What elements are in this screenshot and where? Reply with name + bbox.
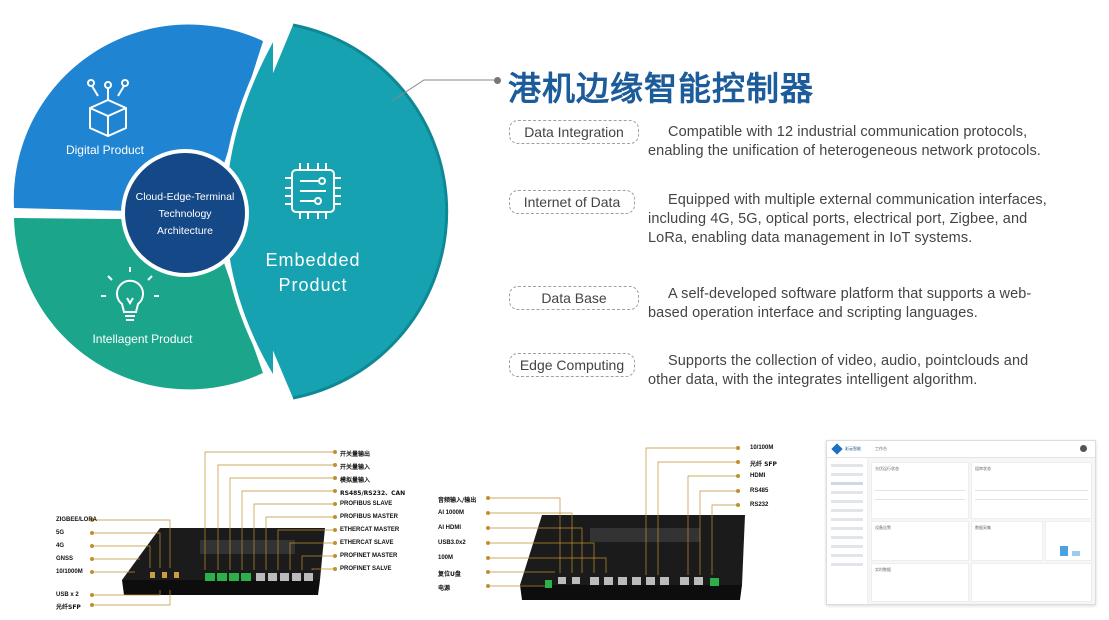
device-2-callout-dots — [486, 446, 740, 588]
device-2-body — [520, 515, 745, 585]
device-1-callouts — [92, 451, 335, 606]
dashboard-panel: 设备告警 — [871, 521, 969, 561]
panel-title: 数据采集 — [975, 525, 991, 530]
embedded-label-line-1: Embedded — [265, 250, 361, 270]
device-1-top-label: 开关量输出 — [340, 451, 371, 458]
device-1-top-label: 开关量输入 — [340, 464, 371, 471]
device-2-right-label: RS232 — [750, 502, 769, 508]
device-2-illustration — [486, 446, 745, 600]
architecture-wheel — [9, 23, 494, 400]
device-1-left-label: 光纤SFP — [56, 604, 81, 611]
device-1-top-label: RS485/RS232、CAN — [340, 490, 406, 497]
device-1-left-label: 5G — [56, 530, 65, 536]
dashboard-header: 彩云智能 工作台 — [827, 441, 1095, 458]
feature-desc-line: Equipped with multiple external communic… — [668, 192, 1047, 208]
panel-title: 实时数据 — [875, 567, 891, 572]
dashboard-logo-icon — [831, 443, 843, 455]
device-2-left-label: 复位U盘 — [438, 571, 461, 578]
device-1-top-label: ETHERCAT MASTER — [340, 527, 400, 533]
feature-desc-line: Supports the collection of video, audio,… — [668, 353, 1029, 369]
device-2-right-label: RS485 — [750, 488, 769, 494]
feature-desc-data-integration: Compatible with 12 industrial communicat… — [648, 123, 1098, 161]
center-circle — [121, 149, 249, 277]
center-label-line-1: Cloud-Edge-Terminal — [135, 191, 235, 203]
device-2-left-label: 100M — [438, 555, 454, 561]
chip-icon — [285, 163, 341, 219]
device-1-top-label: PROFIBUS MASTER — [340, 514, 399, 520]
device-1-left-label: 10/1000M — [56, 569, 83, 575]
dashboard-screenshot: 彩云智能 工作台 光伏运行状态 组串状态 设备告警 数据采集 实时数据 — [826, 440, 1096, 605]
device-1-left-label: 4G — [56, 543, 65, 549]
device-1-top-label: PROFIBUS SLAVE — [340, 501, 393, 507]
dashboard-panel: 光伏运行状态 — [871, 462, 969, 519]
panel-title: 组串状态 — [975, 466, 991, 471]
device-2-left-label: AI 1000M — [438, 510, 465, 516]
device-1-left-label: ZIGBEE/LORA — [56, 517, 98, 523]
dashboard-panel: 组串状态 — [971, 462, 1092, 519]
center-label-line-3: Architecture — [156, 225, 214, 237]
intelligent-product-label: Intellagent Product — [92, 332, 193, 346]
device-1-top-label: PROFINET MASTER — [340, 553, 398, 559]
device-1-illustration — [90, 450, 337, 607]
page-title: 港机边缘智能控制器 — [508, 69, 814, 108]
feature-desc-line: LoRa, enabling data management in IoT sy… — [648, 230, 973, 246]
center-label-line-2: Technology — [158, 208, 212, 220]
dashboard-panel: 数据采集 — [971, 521, 1043, 561]
device-2-ports — [545, 577, 719, 588]
feature-desc-line: Compatible with 12 industrial communicat… — [668, 124, 1028, 140]
feature-desc-line: including 4G, 5G, optical ports, electri… — [648, 211, 1028, 227]
lightbulb-icon — [101, 267, 159, 321]
embedded-label-line-2: Product — [278, 275, 348, 295]
feature-pill-data-base: Data Base — [509, 286, 639, 310]
cube-network-icon — [87, 79, 129, 138]
device-2-left-label: 电源 — [438, 585, 451, 592]
panel-title: 光伏运行状态 — [875, 466, 899, 471]
device-2-left-label: 音频输入/输出 — [438, 497, 477, 504]
device-1-top-label: ETHERCAT SLAVE — [340, 540, 394, 546]
title-bullet — [494, 77, 501, 84]
device-2-left-label: USB3.0x2 — [438, 540, 466, 546]
device-1-ports — [150, 572, 313, 581]
device-1-left-label: USB x 2 — [56, 592, 79, 598]
device-1-top-label: 模拟量输入 — [340, 477, 371, 484]
device-2-right-label: HDMI — [750, 473, 766, 479]
feature-desc-data-base: A self-developed software platform that … — [648, 285, 1098, 323]
feature-pill-edge-computing: Edge Computing — [509, 353, 635, 377]
dashboard-user-avatar — [1080, 445, 1087, 452]
feature-desc-edge-computing: Supports the collection of video, audio,… — [648, 352, 1098, 390]
feature-desc-line: other data, with the integrates intellig… — [648, 372, 978, 388]
dashboard-panel — [971, 563, 1092, 602]
dashboard-sidebar — [827, 458, 868, 604]
dashboard-panel: 实时数据 — [871, 563, 969, 602]
feature-desc-internet-of-data: Equipped with multiple external communic… — [648, 191, 1098, 248]
feature-pill-internet-of-data: Internet of Data — [509, 190, 635, 214]
feature-desc-line: A self-developed software platform that … — [668, 286, 1032, 302]
feature-pill-data-integration: Data Integration — [509, 120, 639, 144]
digital-product-label: Digital Product — [65, 143, 145, 157]
device-2-right-label: 10/100M — [750, 445, 774, 451]
feature-desc-line: based operation interface and scripting … — [648, 305, 978, 321]
center-label: Cloud-Edge-Terminal Technology Architect… — [130, 189, 240, 240]
device-1-left-label: GNSS — [56, 556, 74, 562]
device-2-right-label: 光纤 SFP — [750, 461, 777, 468]
feature-desc-line: enabling the unification of heterogeneou… — [648, 143, 1041, 159]
device-2-callouts — [488, 447, 738, 587]
device-1-callout-dots — [90, 450, 337, 607]
dashboard-header-text: 工作台 — [875, 446, 887, 451]
panel-title: 设备告警 — [875, 525, 891, 530]
embedded-product-label: Embedded Product — [248, 248, 378, 298]
device-2-left-label: AI HDMI — [438, 525, 461, 531]
dashboard-mini-bar-chart — [1045, 521, 1092, 561]
device-1-top-label: PROFINET SALVE — [340, 566, 392, 572]
dashboard-brand: 彩云智能 — [845, 446, 861, 451]
